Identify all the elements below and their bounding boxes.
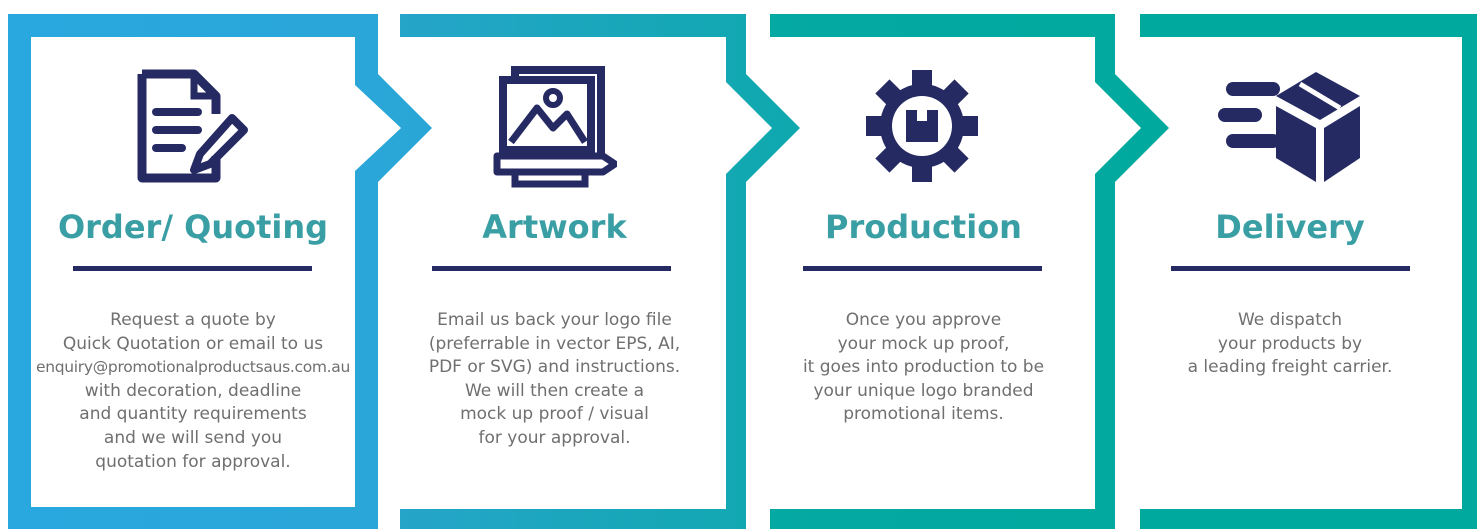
- description-line: Quick Quotation or email to us: [62, 333, 324, 354]
- artwork-image-icon: [493, 66, 617, 188]
- description-line: a leading freight carrier.: [1187, 357, 1393, 378]
- description-line: your products by: [1217, 333, 1363, 354]
- description-line: for your approval.: [478, 427, 631, 448]
- title-underline: [432, 266, 671, 271]
- description-line: it goes into production to be: [802, 357, 1045, 378]
- description-line: promotional items.: [843, 404, 1004, 425]
- description-line: and we will send you: [103, 427, 283, 448]
- step-title: Delivery: [1215, 208, 1365, 246]
- step-delivery: Delivery We dispatch your products by a …: [1152, 0, 1428, 529]
- step-production: Production Once you approve your mock up…: [782, 0, 1065, 529]
- step-title: Order/ Quoting: [57, 208, 329, 246]
- step-order-quoting: Order/ Quoting Request a quote by Quick …: [31, 0, 355, 529]
- description-line: Request a quote by: [110, 310, 276, 330]
- step-title: Artwork: [482, 208, 627, 246]
- description-line: Email us back your logo file: [437, 310, 672, 330]
- step-description: Once you approve your mock up proof, it …: [782, 309, 1065, 427]
- document-pencil-icon: [137, 69, 248, 183]
- description-line: mock up proof / visual: [460, 404, 649, 425]
- description-line: PDF or SVG) and instructions.: [428, 357, 681, 378]
- description-line: your unique logo branded: [813, 380, 1034, 401]
- description-line: with decoration, deadline: [84, 380, 302, 401]
- step-description: Request a quote by Quick Quotation or em…: [31, 309, 355, 474]
- step-description: We dispatch your products by a leading f…: [1152, 309, 1428, 380]
- title-underline: [803, 266, 1042, 271]
- description-line: Once you approve: [845, 310, 1002, 330]
- description-line: and quantity requirements: [79, 404, 307, 425]
- description-line: We dispatch: [1237, 310, 1343, 330]
- description-line: enquiry@promotionalproductsaus.com.au: [35, 358, 351, 377]
- step-description: Email us back your logo file (preferrabl…: [413, 309, 696, 451]
- delivery-box-icon: [1218, 72, 1360, 182]
- step-title: Production: [825, 208, 1022, 246]
- description-line: quotation for approval.: [95, 451, 291, 472]
- description-line: (preferrable in vector EPS, AI,: [428, 333, 681, 354]
- gear-box-icon: [866, 70, 978, 182]
- description-line: your mock up proof,: [837, 333, 1010, 354]
- step-artwork: Artwork Email us back your logo file (pr…: [413, 0, 696, 529]
- title-underline: [73, 266, 312, 271]
- title-underline: [1171, 266, 1410, 271]
- description-line: We will then create a: [464, 380, 644, 401]
